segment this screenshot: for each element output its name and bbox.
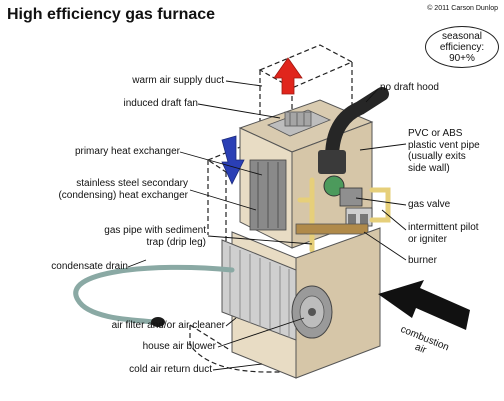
gas-pipe-shape — [297, 177, 391, 253]
label-secondary-heat-exchanger-line-2: (condensing) heat exchanger — [58, 189, 188, 201]
label-gas-pipe-line-1: gas pipe with sediment — [104, 225, 206, 236]
badge-line-1: seasonal — [441, 30, 483, 42]
gas-valve-shape — [323, 175, 373, 227]
badge-line-3: 90+% — [449, 52, 475, 64]
house-air-blower-shape — [291, 285, 333, 339]
primary-heat-exchanger-shape — [249, 159, 287, 231]
label-cold-air-return-duct: cold air return duct — [129, 364, 212, 375]
badge-line-2: efficiency: — [439, 41, 485, 53]
label-no-draft-hood: no draft hood — [380, 82, 439, 93]
combustion-air-arrow — [378, 280, 470, 330]
diagram-title: High efficiency gas furnace — [7, 6, 216, 23]
cold-air-arrow — [221, 135, 245, 185]
induced-draft-fan-shape — [267, 109, 332, 137]
vent-pipe-shape — [325, 87, 389, 165]
label-vent-pipe-line-3: (usually exits — [408, 151, 466, 162]
warm-air-arrow — [273, 57, 303, 95]
label-vent-pipe: PVC or ABS plastic vent pipe (usually ex… — [408, 128, 480, 174]
vent-pipe-base — [318, 150, 346, 174]
label-gas-valve: gas valve — [408, 199, 451, 210]
copyright-notice: © 2011 Carson Dunlop — [427, 5, 498, 12]
label-gas-pipe-line-2: trap (drip leg) — [146, 236, 206, 248]
label-air-filter: air filter and/or air cleaner — [111, 320, 225, 331]
label-house-air-blower: house air blower — [142, 341, 216, 352]
label-induced-draft-fan: induced draft fan — [123, 98, 199, 109]
air-filter-shape — [221, 239, 297, 341]
burner-shape — [295, 223, 369, 235]
label-intermittent-pilot-line-1: intermittent pilot — [408, 222, 479, 233]
label-gas-pipe: gas pipe with sediment trap (drip leg) — [104, 225, 206, 248]
label-vent-pipe-line-4: side wall) — [408, 162, 450, 174]
label-burner: burner — [408, 255, 437, 266]
label-primary-heat-exchanger: primary heat exchanger — [74, 146, 180, 157]
label-intermittent-pilot-line-2: or igniter — [408, 233, 447, 245]
label-vent-pipe-line-1: PVC or ABS — [408, 128, 463, 139]
label-secondary-heat-exchanger: stainless steel secondary (condensing) h… — [58, 178, 188, 201]
label-vent-pipe-line-2: plastic vent pipe — [408, 139, 480, 151]
condensate-drain-end — [151, 317, 165, 327]
efficiency-badge: seasonal efficiency: 90+% — [425, 26, 499, 68]
label-secondary-heat-exchanger-line-1: stainless steel secondary — [76, 178, 188, 189]
condensate-drain-hose — [73, 264, 235, 325]
label-condensate-drain: condensate drain — [51, 261, 128, 272]
label-intermittent-pilot: intermittent pilot or igniter — [408, 222, 479, 245]
label-warm-air-supply-duct: warm air supply duct — [132, 75, 224, 86]
leader-lines — [127, 80, 407, 371]
